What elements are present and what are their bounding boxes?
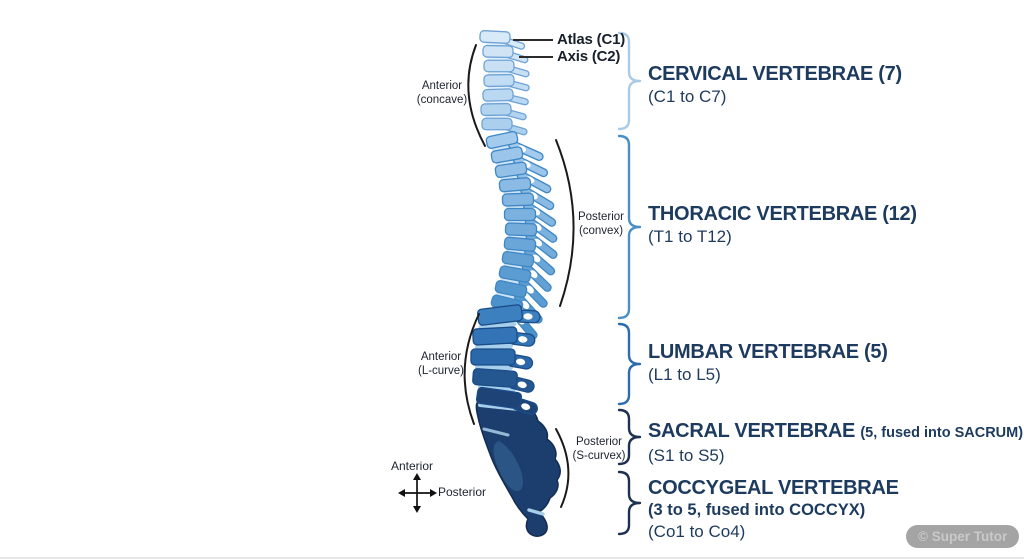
- vertebra-l5: [475, 386, 538, 416]
- atlas-label: Atlas (C1): [557, 31, 626, 48]
- vertebra-t7: [504, 222, 558, 259]
- compass-posterior-label: Posterior: [438, 485, 487, 499]
- sacral-title-main: SACRAL VERTEBRAE: [648, 420, 856, 442]
- coccyx-separator-band: [527, 508, 545, 516]
- vertebra-t9: [501, 250, 552, 292]
- thoracic-range: (T1 to T12): [648, 227, 732, 246]
- lumbar-range: (L1 to L5): [648, 365, 721, 384]
- vertebra-t3: [494, 161, 552, 194]
- sacral-disc-band: [482, 427, 510, 437]
- anterior-lcurve-arc: [463, 313, 480, 425]
- brace-coccygeal: [617, 470, 642, 536]
- brace-cervical: [617, 31, 642, 131]
- lumbar-title: LUMBAR VERTEBRAE (5): [648, 341, 888, 363]
- vertebra-c4: [483, 73, 530, 92]
- brace-lumbar: [617, 322, 642, 406]
- coccygeal-heading: COCCYGEAL VERTEBRAE (3 to 5, fused into …: [648, 477, 899, 542]
- posterior-convex-arc: [555, 139, 575, 307]
- posterior-scurvex-line2: (S-curvex): [572, 449, 626, 462]
- vertebra-l2: [472, 326, 536, 347]
- lumbar-heading: LUMBAR VERTEBRAE (5) (L1 to L5): [648, 341, 888, 385]
- posterior-scurvex-label: Posterior (S-curvex): [563, 436, 635, 463]
- bottom-edge-line: [0, 557, 1024, 559]
- vertebrae-layer: [470, 30, 558, 416]
- cervical-range: (C1 to C7): [648, 87, 727, 106]
- sacral-title: SACRAL VERTEBRAE (5, fused into SACRUM): [648, 420, 1023, 445]
- thoracic-heading: THORACIC VERTEBRAE (12) (T1 to T12): [648, 203, 917, 247]
- vertebra-t8: [503, 236, 556, 276]
- compass-icon: [398, 473, 437, 513]
- anterior-concave-label: Anterior (concave): [408, 80, 476, 107]
- vertebra-c1: [479, 30, 526, 50]
- posterior-scurvex-arc: [555, 428, 570, 508]
- compass-anterior-label: Anterior: [390, 459, 434, 473]
- coccygeal-range: (Co1 to Co4): [648, 522, 746, 541]
- vertebra-t5: [501, 192, 557, 227]
- sacral-title-suffix: (5, fused into SACRUM): [860, 425, 1024, 441]
- posterior-scurvex-line1: Posterior: [575, 436, 623, 448]
- sacrum-inner-shade: [493, 441, 524, 492]
- cervical-heading: CERVICAL VERTEBRAE (7) (C1 to C7): [648, 63, 902, 107]
- anterior-concave-line1: Anterior: [421, 80, 463, 92]
- thoracic-title: THORACIC VERTEBRAE (12): [648, 203, 917, 225]
- anterior-concave-arc: [467, 44, 486, 147]
- coccygeal-subtitle: (3 to 5, fused into COCCYX): [648, 501, 866, 519]
- anterior-lcurve-line2: (L-curve): [417, 364, 464, 377]
- vertebra-c5: [482, 88, 529, 106]
- sacral-heading: SACRAL VERTEBRAE (5, fused into SACRUM) …: [648, 420, 1023, 466]
- vertebra-l4: [472, 368, 535, 393]
- brace-thoracic: [617, 134, 642, 320]
- vertebra-c3: [483, 59, 530, 78]
- posterior-convex-line1: Posterior: [577, 211, 625, 223]
- posterior-convex-line2: (convex): [578, 224, 624, 237]
- posterior-convex-label: Posterior (convex): [567, 211, 635, 238]
- vertebra-t10: [498, 265, 548, 308]
- intervertebral-disc: [488, 71, 510, 75]
- brace-sacral: [617, 408, 642, 466]
- vertebra-l1: [476, 304, 541, 326]
- axis-label: Axis (C2): [557, 48, 621, 65]
- cervical-title: CERVICAL VERTEBRAE (7): [648, 63, 902, 85]
- vertebra-c6: [480, 102, 527, 121]
- anterior-lcurve-label: Anterior (L-curve): [407, 351, 475, 378]
- sacral-range: (S1 to S5): [648, 446, 725, 465]
- anterior-concave-line2: (concave): [416, 93, 468, 106]
- watermark-badge: © Super Tutor: [906, 525, 1020, 548]
- coccygeal-title: COCCYGEAL VERTEBRAE: [648, 477, 899, 499]
- vertebra-l3: [470, 348, 534, 370]
- braces-layer: [617, 31, 642, 536]
- anterior-lcurve-line1: Anterior: [420, 351, 462, 363]
